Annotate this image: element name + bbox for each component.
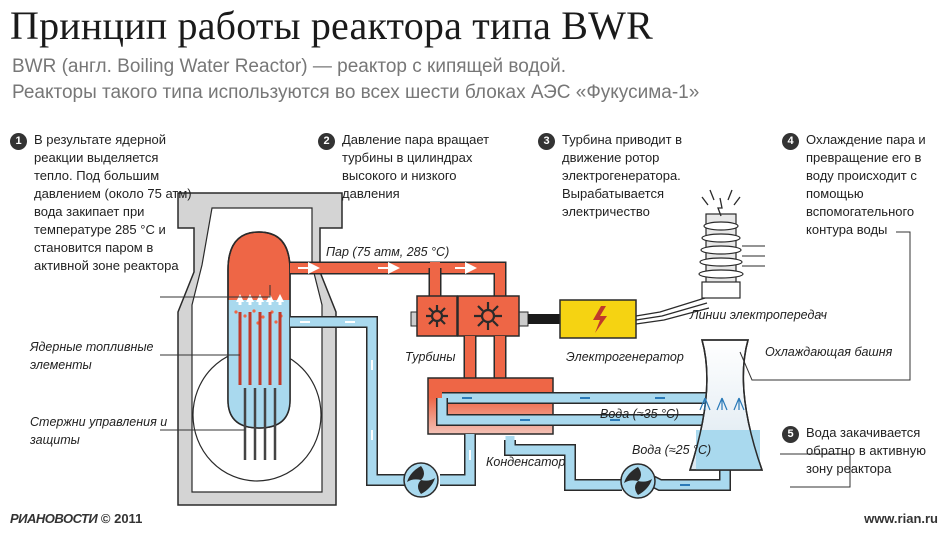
step-number-3: 3 (538, 133, 555, 150)
power-line-insulator (698, 189, 765, 299)
step-number-5: 5 (782, 426, 799, 443)
step-number-2: 2 (318, 133, 335, 150)
leader-lines (160, 231, 911, 488)
label-control-rods: Стержни управления и защиты (30, 415, 168, 447)
ria-logo: РИАНОВОСТИ © 2011 (10, 511, 142, 526)
steam-pipe (290, 261, 507, 297)
label-turbines: Турбины (405, 350, 456, 364)
step-1-text: В результате ядерной реакции выделяется … (34, 132, 192, 273)
reactor-vessel (227, 231, 291, 460)
turbines (410, 295, 560, 337)
subtitle-line-2: Реакторы такого типа используются во все… (12, 82, 700, 103)
site-link[interactable]: www.rian.ru (864, 511, 938, 526)
step-3-text: Турбина приводит в движение ротор электр… (562, 132, 683, 219)
step-1: 1 В результате ядерной реакции выделяетс… (10, 131, 200, 275)
step-2-text: Давление пара вращает турбины в цилиндра… (342, 132, 490, 201)
label-steam: Пар (75 атм, 285 °С) (326, 245, 450, 259)
step-5: 5 Вода закачивается обратно в активную з… (782, 424, 942, 478)
feedwater-loop (290, 316, 476, 486)
step-3: 3 Турбина приводит в движение ротор элек… (538, 131, 708, 221)
label-fuel-elements: Ядерные топливные элементы (30, 340, 154, 372)
label-power-lines: Линии электропередач (690, 308, 827, 322)
subtitle-line-1: BWR (англ. Boiling Water Reactor) — реак… (12, 56, 566, 77)
logo-text: РИАНОВОСТИ (10, 511, 98, 526)
step-number-4: 4 (782, 133, 799, 150)
copyright: © 2011 (100, 511, 143, 526)
step-number-1: 1 (10, 133, 27, 150)
pump-cooling (620, 463, 656, 499)
step-4: 4 Охлаждение пара и превращение его в во… (782, 131, 942, 239)
pump-feedwater (403, 462, 439, 498)
generator (559, 297, 710, 339)
turbine-exhaust-pipes (463, 336, 507, 382)
page-title: Принцип работы реактора типа BWR (10, 3, 654, 48)
step-4-text: Охлаждение пара и превращение его в воду… (806, 132, 926, 237)
label-cooling-tower: Охлаждающая башня (765, 345, 893, 359)
step-2: 2 Давление пара вращает турбины в цилинд… (318, 131, 498, 203)
label-condenser: Конденсатор (486, 455, 566, 469)
step-5-text: Вода закачивается обратно в активную зон… (806, 425, 926, 476)
label-water-25: Вода (≈25 °С) (632, 443, 712, 457)
label-generator: Электрогенератор (566, 350, 684, 364)
cooling-tower (688, 339, 764, 471)
label-water-35: Вода (≈35 °С) (600, 407, 680, 421)
